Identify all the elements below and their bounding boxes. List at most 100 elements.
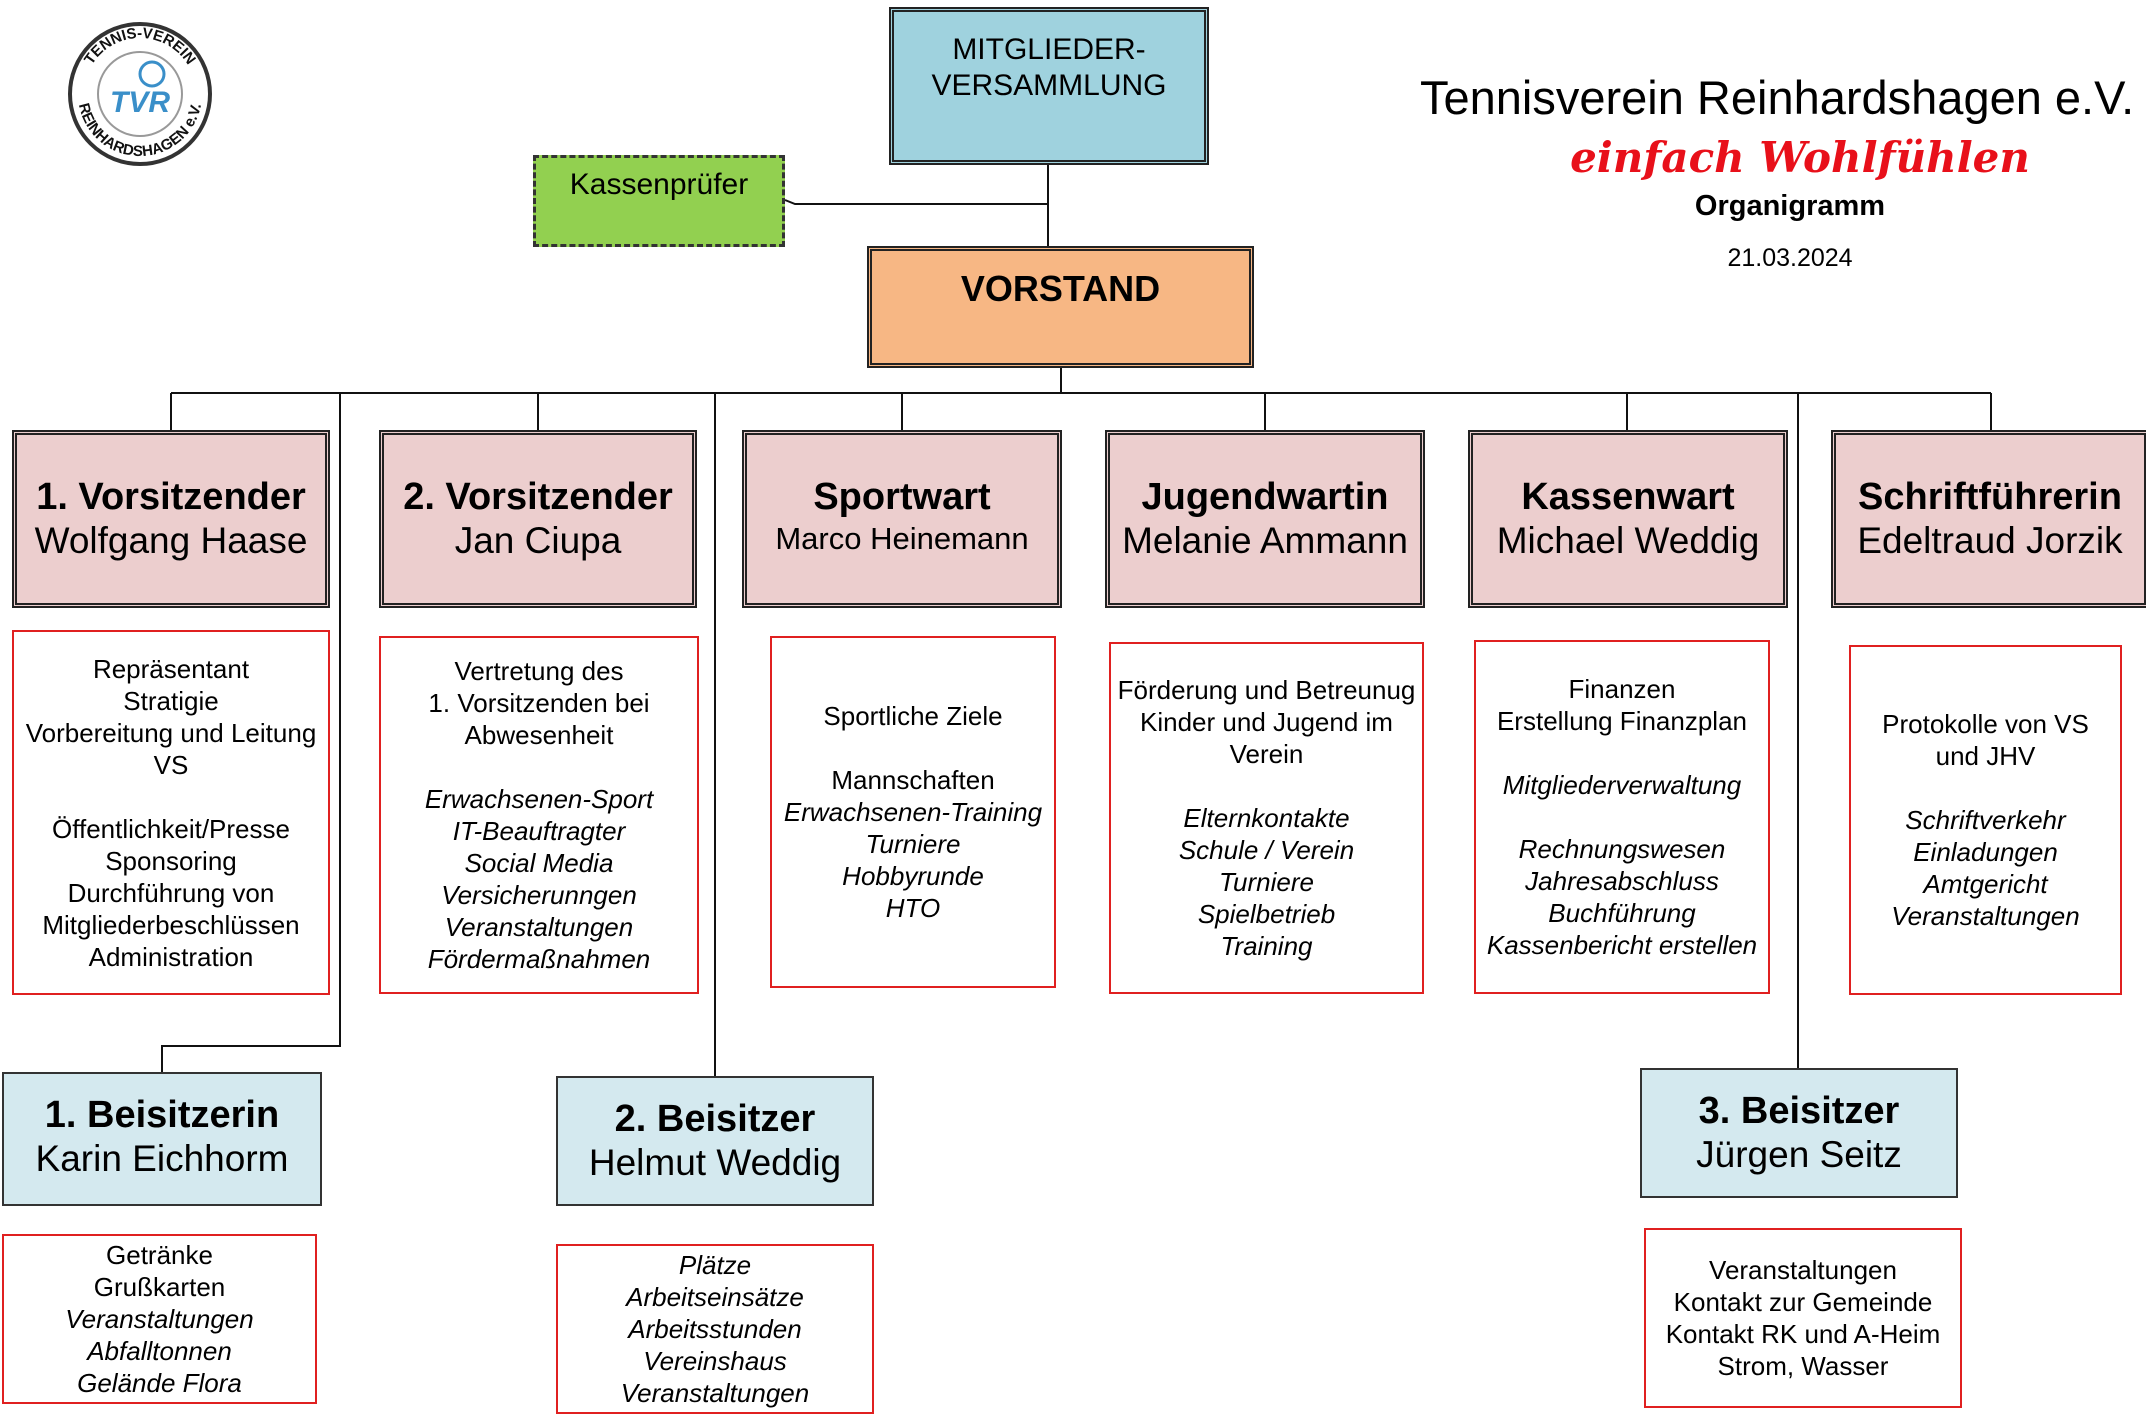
- board-box: VORSTAND: [867, 246, 1254, 368]
- assessor-title: 1. Beisitzerin: [44, 1094, 280, 1136]
- assessor-name: Jürgen Seitz: [1696, 1134, 1902, 1175]
- assembly-line-2: VERSAMMLUNG: [931, 69, 1167, 102]
- duty-line: Rechnungswesen: [1518, 834, 1726, 864]
- duty-line: Erwachsenen-Training: [783, 797, 1043, 827]
- duty-line: 1. Vorsitzenden bei: [428, 688, 650, 718]
- assessor-name: Karin Eichhorm: [35, 1138, 289, 1179]
- duty-line: Jahresabschluss: [1525, 866, 1719, 896]
- duty-line: Elternkontakte: [1183, 803, 1350, 833]
- club-name: Tennisverein Reinhardshagen e.V.: [1420, 71, 2135, 124]
- role-title: 2. Vorsitzender: [403, 476, 673, 518]
- duty-line: Gelände Flora: [77, 1368, 242, 1398]
- role-title: Kassenwart: [1521, 476, 1735, 518]
- duty-line: Arbeitseinsätze: [626, 1282, 804, 1312]
- duty-line: Mannschaften: [831, 765, 995, 795]
- duty-line: Fördermaßnahmen: [427, 944, 651, 974]
- duty-line: HTO: [885, 893, 941, 923]
- duty-line: Repräsentant: [92, 653, 250, 684]
- duty-line: [387, 751, 691, 783]
- duty-line: Amtgericht: [1923, 869, 2048, 899]
- role-holder-name: Melanie Ammann: [1122, 520, 1408, 561]
- duty-line: Versicherunngen: [441, 880, 637, 910]
- slogan: einfach Wohlfühlen: [1570, 133, 2030, 182]
- role-title: Jugendwartin: [1141, 476, 1389, 518]
- duty-line: Vereinshaus: [643, 1346, 787, 1376]
- club-logo: TENNIS-VEREIN REINHARDSHAGEN e.V. TVR: [60, 14, 220, 174]
- duty-line: und JHV: [1935, 741, 2036, 771]
- duty-line: IT-Beauftragter: [452, 816, 626, 846]
- auditor-box: Kassenprüfer: [533, 155, 785, 247]
- duty-line: Arbeitsstunden: [628, 1314, 802, 1344]
- duty-line: Plätze: [678, 1250, 752, 1280]
- duty-line: Training: [1220, 931, 1313, 961]
- duty-line: [1482, 737, 1762, 769]
- duty-line: Administration: [88, 941, 254, 972]
- duty-line: Mitgliederbeschlüssen: [42, 909, 300, 940]
- duty-line: Protokolle von VS: [1882, 709, 2089, 739]
- duty-line: Hobbyrunde: [842, 861, 984, 891]
- assessor-title: 2. Beisitzer: [614, 1098, 816, 1140]
- assessor-name: Helmut Weddig: [588, 1142, 842, 1183]
- duty-line: Einladungen: [1913, 837, 2058, 867]
- duty-line: Buchführung: [1548, 898, 1696, 928]
- duty-line: Kontakt RK und A-Heim: [1665, 1319, 1941, 1349]
- duty-line: Sportliche Ziele: [823, 701, 1003, 731]
- duty-line: Kontakt zur Gemeinde: [1673, 1287, 1933, 1317]
- role-title: Schriftführerin: [1858, 476, 2122, 518]
- duty-line: Durchführung von: [67, 877, 275, 908]
- duty-line: Erwachsenen-Sport: [424, 784, 654, 814]
- duty-line: Strom, Wasser: [1717, 1351, 1889, 1381]
- duty-line: Kinder und Jugend im: [1140, 707, 1393, 737]
- duty-line: Veranstaltungen: [1709, 1255, 1897, 1285]
- svg-text:TVR: TVR: [110, 86, 170, 119]
- duty-line: Schule / Verein: [1178, 835, 1355, 865]
- duty-line: [778, 732, 1048, 764]
- duty-line: Vertretung des: [454, 656, 624, 686]
- role-holder-name: Edeltraud Jorzik: [1857, 520, 2123, 561]
- duty-line: Mitgliederverwaltung: [1502, 770, 1742, 800]
- duty-line: Förderung und Betreunug: [1117, 675, 1416, 705]
- duty-line: [20, 781, 322, 813]
- duty-line: Stratigie: [123, 685, 219, 716]
- duty-line: Veranstaltungen: [620, 1378, 810, 1408]
- duty-line: Öffentlichkeit/Presse: [52, 813, 290, 844]
- duty-line: Erstellung Finanzplan: [1496, 706, 1748, 736]
- assessor-title: 3. Beisitzer: [1698, 1090, 1900, 1132]
- duty-line: Sponsoring: [105, 845, 237, 876]
- role-title: 1. Vorsitzender: [36, 476, 306, 518]
- organigram-label: Organigramm: [1694, 190, 1886, 222]
- duty-line: [1117, 770, 1416, 802]
- duty-line: [1857, 772, 2114, 804]
- duty-line: Verein: [1229, 739, 1304, 769]
- members-assembly-box: MITGLIEDER- VERSAMMLUNG: [889, 7, 1209, 165]
- duty-line: Finanzen: [1568, 674, 1676, 704]
- duty-line: Abfalltonnen: [87, 1336, 232, 1366]
- role-holder-name: Jan Ciupa: [454, 520, 622, 561]
- duty-line: Veranstaltungen: [1891, 901, 2080, 931]
- date-label: 21.03.2024: [1727, 244, 1853, 272]
- duty-line: Getränke: [106, 1240, 213, 1270]
- role-holder-name: Marco Heinemann: [775, 521, 1029, 556]
- duty-line: Veranstaltungen: [444, 912, 634, 942]
- duty-line: Grußkarten: [93, 1272, 226, 1302]
- duty-line: Spielbetrieb: [1197, 899, 1336, 929]
- role-holder-name: Michael Weddig: [1496, 520, 1760, 561]
- duty-line: Turniere: [1219, 867, 1314, 897]
